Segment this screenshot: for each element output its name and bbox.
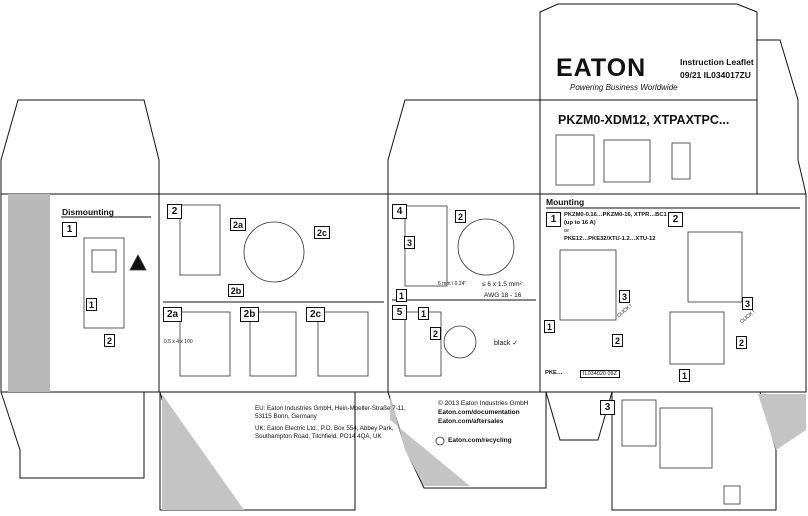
flap-lower-right: [545, 391, 613, 441]
device-illustration-2c: [317, 311, 369, 377]
mount-devices-line3: PKE12…PKE32/XTU-1.2…XTU-12: [564, 236, 656, 242]
link-documentation[interactable]: Eaton.com/documentation: [438, 409, 520, 416]
step-5: 5: [392, 305, 407, 320]
leaflet-title: Instruction Leaflet: [680, 57, 754, 67]
link-recycling[interactable]: Eaton.com/recycling: [448, 437, 512, 444]
mount2-callout-3: 3: [742, 297, 753, 310]
device-illustration-2b: [249, 311, 297, 377]
copyright: © 2013 Eaton Industries GmbH: [438, 400, 529, 407]
product-title: PKZM0-XDM12, XTPAXTPC...: [558, 113, 730, 127]
callout-4-1: 1: [396, 289, 407, 302]
address-uk: UK: Eaton Electric Ltd., P.O. Box 554, A…: [255, 425, 394, 432]
recycling-icon: [435, 436, 445, 446]
callout-5-1: 1: [418, 307, 429, 320]
callout-4-3: 3: [404, 236, 415, 249]
device-illustration-2a: [179, 311, 231, 377]
callout-2b: 2b: [228, 284, 244, 297]
device-illustration-dismount: [83, 237, 125, 329]
mount-devices-line2: (up to 16 A): [564, 220, 596, 226]
callout-1: 1: [86, 298, 97, 311]
section-dismounting: Dismounting: [62, 207, 114, 217]
eaton-logo: EATON: [556, 54, 647, 82]
leaflet-number: 09/21 IL034017ZU: [680, 70, 751, 80]
callout-2: 2: [104, 334, 115, 347]
flap-lower-left: [0, 391, 145, 479]
glue-panel-flap: [390, 394, 470, 486]
detail-circle-5: [443, 325, 477, 359]
detail-circle-2: [243, 221, 305, 283]
wire-awg: AWG 18 - 16: [484, 292, 522, 299]
step-2: 2: [167, 204, 182, 219]
wire-cross-section: ≤ 6 x 1.5 mm²: [482, 281, 522, 288]
link-aftersales[interactable]: Eaton.com/aftersales: [438, 418, 504, 425]
pke-label: PKE…: [545, 370, 563, 376]
mount-callout-1: 1: [544, 320, 555, 333]
device-illustration-m1: [559, 249, 617, 321]
wire-color-black: black ✓: [494, 340, 519, 347]
address-eu-line2: 53115 Bonn, Germany: [255, 413, 317, 420]
device-illustration-lid: [555, 134, 595, 186]
step-2-mount: 2: [668, 212, 683, 227]
brand-tagline: Powering Business Worldwide: [570, 83, 678, 92]
screwdriver-spec: 0.5 x 4 x 100: [164, 339, 193, 345]
device-illustration-m2: [687, 231, 743, 303]
step-1-dismount: 1: [62, 222, 77, 237]
step-4: 4: [392, 204, 407, 219]
device-illustration-m3: [621, 399, 657, 447]
step-2b: 2b: [240, 307, 259, 322]
warning-icon: [129, 254, 147, 271]
detail-circle-4: [457, 218, 515, 276]
mount-callout-2: 2: [612, 334, 623, 347]
mount2-callout-2: 2: [736, 336, 747, 349]
callout-4-2: 2: [455, 210, 466, 223]
device-illustration-2: [179, 204, 221, 276]
mount2-callout-1: 1: [679, 369, 690, 382]
step-1-mount: 1: [546, 212, 561, 227]
callout-2a: 2a: [230, 218, 246, 231]
glue-panel-left: [8, 194, 50, 392]
mount-devices-or: or: [564, 228, 570, 234]
mount-devices-line1: PKZM0-0.16…PKZM0-16, XTPR…BC1: [564, 212, 667, 218]
address-eu: EU: Eaton Industries GmbH, Hein-Moeller-…: [255, 405, 406, 412]
glue-panel-bottom: [162, 394, 244, 510]
step-2a: 2a: [163, 307, 182, 322]
section-mounting: Mounting: [546, 197, 585, 207]
step-3-mount: 3: [600, 400, 615, 415]
callout-5-2: 2: [430, 327, 441, 340]
step-2c: 2c: [306, 307, 325, 322]
strip-length: 6 mm / 0.24": [438, 281, 467, 287]
address-uk-line2: Southampton Road, Titchfield, PO14 4QA, …: [255, 433, 382, 440]
callout-2c: 2c: [314, 226, 330, 239]
mount-callout-3: 3: [619, 290, 630, 303]
pke-reference: IL034020 09Z: [580, 370, 620, 378]
recycling-bin-icon: [723, 485, 741, 505]
device-illustration-5: [404, 311, 442, 377]
